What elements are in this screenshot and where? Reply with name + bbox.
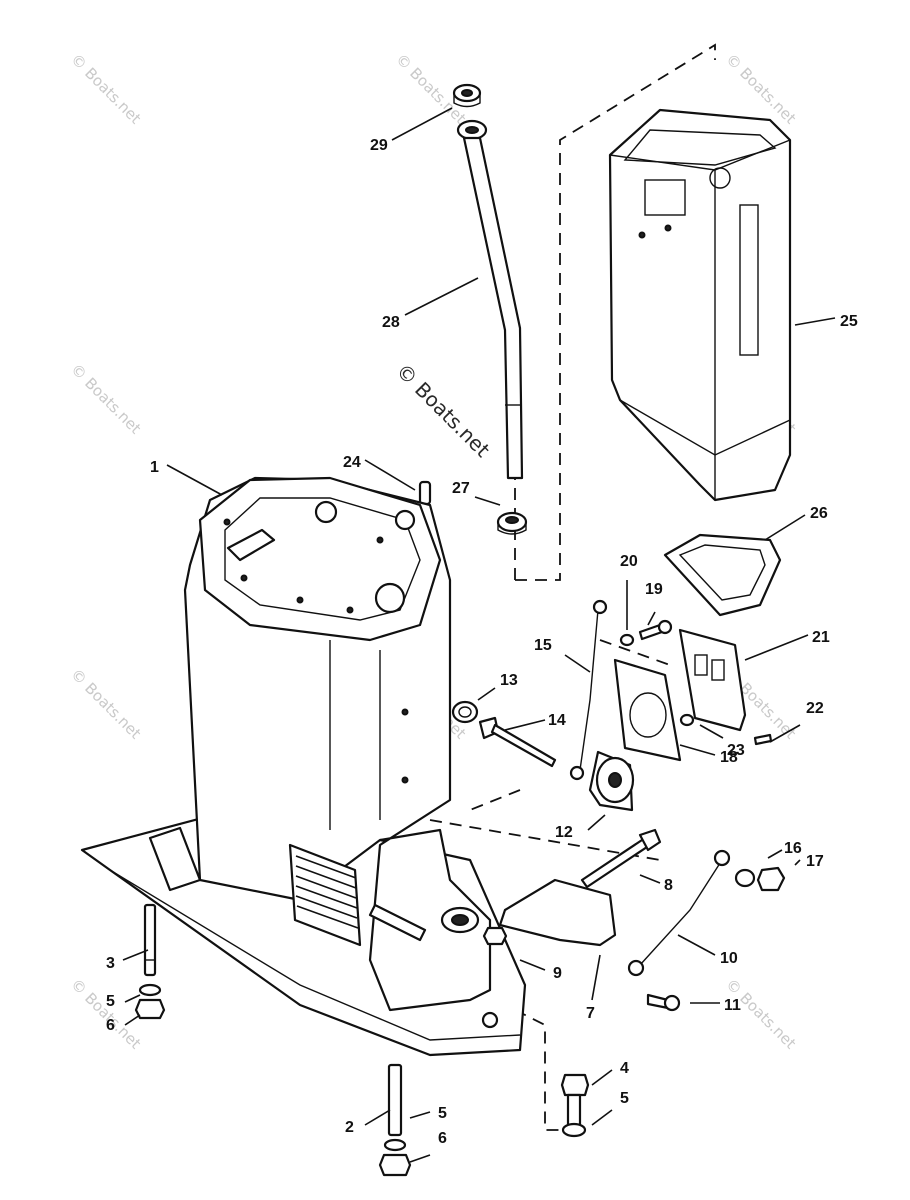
part-9-nut [482,926,508,946]
assembly-dashed-lines [429,43,716,1131]
part-8-bolt [580,828,662,889]
watermark-faint: © Boats.net [67,665,145,743]
part-3-stud [143,903,157,977]
callout-5-right: 5 [620,1090,629,1107]
callout-9: 9 [553,965,562,982]
vent-grille-lines [295,855,359,929]
callout-12: 12 [555,824,573,841]
callout-10: 10 [720,950,738,967]
part-25-upper-housing [608,108,792,502]
part-5-washer-right [561,1122,587,1138]
callout-29: 29 [370,137,388,154]
part-26-seal [663,533,782,617]
callout-labels: 1 2 3 4 5 5 5 6 6 7 8 9 10 11 12 13 14 1… [106,137,858,1147]
part-7-ground-strap [498,878,617,947]
part-13-bushing [451,700,479,724]
callout-19: 19 [645,581,663,598]
callout-25: 25 [840,313,858,330]
part-21-cover [678,628,747,732]
part-15-ground-wire [569,599,608,781]
leader-lines [122,107,836,1163]
part-4-bolt [560,1073,590,1127]
part-12-mount [588,750,635,812]
part-5-6-washer-nut-bottom [378,1138,412,1177]
part-29-grommet [452,83,482,108]
part-27-grommet [496,511,528,535]
callout-14: 14 [548,712,566,729]
callout-1: 1 [150,459,159,476]
part-18-mount-retainer [613,658,682,762]
watermark-faint: © Boats.net [67,360,145,438]
part-19-screw [638,619,673,641]
callout-3: 3 [106,955,115,972]
callout-11: 11 [724,997,741,1014]
callout-2: 2 [345,1119,354,1136]
callout-5-bottom: 5 [438,1105,447,1122]
callout-7: 7 [586,1005,595,1022]
callout-6-bottom: 6 [438,1130,447,1147]
callout-22: 22 [806,700,824,717]
callout-17: 17 [806,853,824,870]
callout-21: 21 [812,629,830,646]
callout-24: 24 [343,454,361,471]
part-28-water-tube [456,119,524,480]
part-24-dowel-pin [418,480,432,506]
callout-6-left: 6 [106,1017,115,1034]
watermark-faint: © Boats.net [67,975,145,1053]
part-2-stud [387,1063,403,1137]
part-1-driveshaft-housing [80,476,527,1057]
callout-8: 8 [664,877,673,894]
part-20-washer [619,633,635,647]
part-10-ground-wire [627,849,731,977]
callout-16: 16 [784,840,802,857]
part-5-6-washer-nut-left [134,983,166,1020]
callout-27: 27 [452,480,470,497]
part-23-screw [679,713,695,727]
callout-26: 26 [810,505,828,522]
callout-18: 18 [720,749,738,766]
callout-4: 4 [620,1060,629,1077]
part-22-screw [753,733,773,746]
part-16-washer [734,868,756,888]
part-17-nut [756,866,786,892]
callout-5-left: 5 [106,993,115,1010]
callout-23: 23 [727,742,745,759]
part-11-screw [646,993,681,1012]
watermark-main: © Boats.net [391,359,494,462]
callout-13: 13 [500,672,518,689]
callout-28: 28 [382,314,400,331]
part-14-bolt [478,716,557,768]
watermark-faint: © Boats.net [67,50,145,128]
callout-20: 20 [620,553,638,570]
callout-15: 15 [534,637,552,654]
